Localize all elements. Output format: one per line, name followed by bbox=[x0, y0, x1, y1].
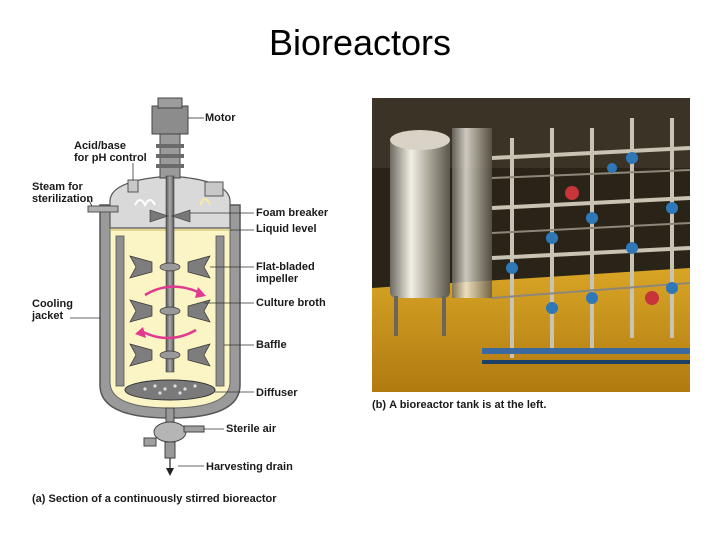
sterile-air-inlet bbox=[183, 425, 205, 433]
caption-b: (b) A bioreactor tank is at the left. bbox=[372, 399, 546, 411]
label-diffuser: Diffuser bbox=[256, 387, 298, 399]
acid-base-port bbox=[127, 179, 139, 193]
caption-a-text: Section of a continuously stirred biorea… bbox=[48, 493, 277, 505]
label-motor: Motor bbox=[205, 112, 236, 124]
label-cooling-jacket: Cooling jacket bbox=[32, 298, 73, 322]
label-culture-broth: Culture broth bbox=[256, 297, 326, 309]
diffuser-plate bbox=[124, 379, 216, 401]
label-sterile-air: Sterile air bbox=[226, 423, 277, 435]
caption-b-tag: (b) bbox=[372, 399, 387, 411]
caption-b-text: A bioreactor tank is at the left. bbox=[389, 399, 547, 411]
motor-shape bbox=[151, 105, 189, 135]
impeller-shaft bbox=[165, 175, 175, 373]
bioreactor-photo bbox=[372, 98, 690, 392]
label-steam: Steam for sterilization bbox=[32, 181, 94, 205]
steel-tank bbox=[390, 138, 450, 298]
label-baffle: Baffle bbox=[256, 339, 287, 351]
impeller-blades bbox=[129, 255, 211, 367]
steam-pipe bbox=[87, 205, 119, 213]
label-harvesting-drain: Harvesting drain bbox=[206, 461, 293, 473]
label-acid-base: Acid/base for pH control bbox=[74, 140, 147, 164]
drain-valve bbox=[153, 421, 187, 443]
caption-a: (a) Section of a continuously stirred bi… bbox=[32, 493, 277, 505]
caption-a-tag: (a) bbox=[32, 493, 46, 505]
baffle-left bbox=[115, 235, 125, 387]
label-foam-breaker: Foam breaker bbox=[256, 207, 329, 219]
circulation-arrows bbox=[142, 285, 199, 340]
slide-title: Bioreactors bbox=[268, 22, 452, 63]
label-liquid-level: Liquid level bbox=[256, 223, 317, 235]
baffle-right bbox=[215, 235, 225, 387]
label-impeller: Flat-bladed impeller bbox=[256, 261, 315, 285]
